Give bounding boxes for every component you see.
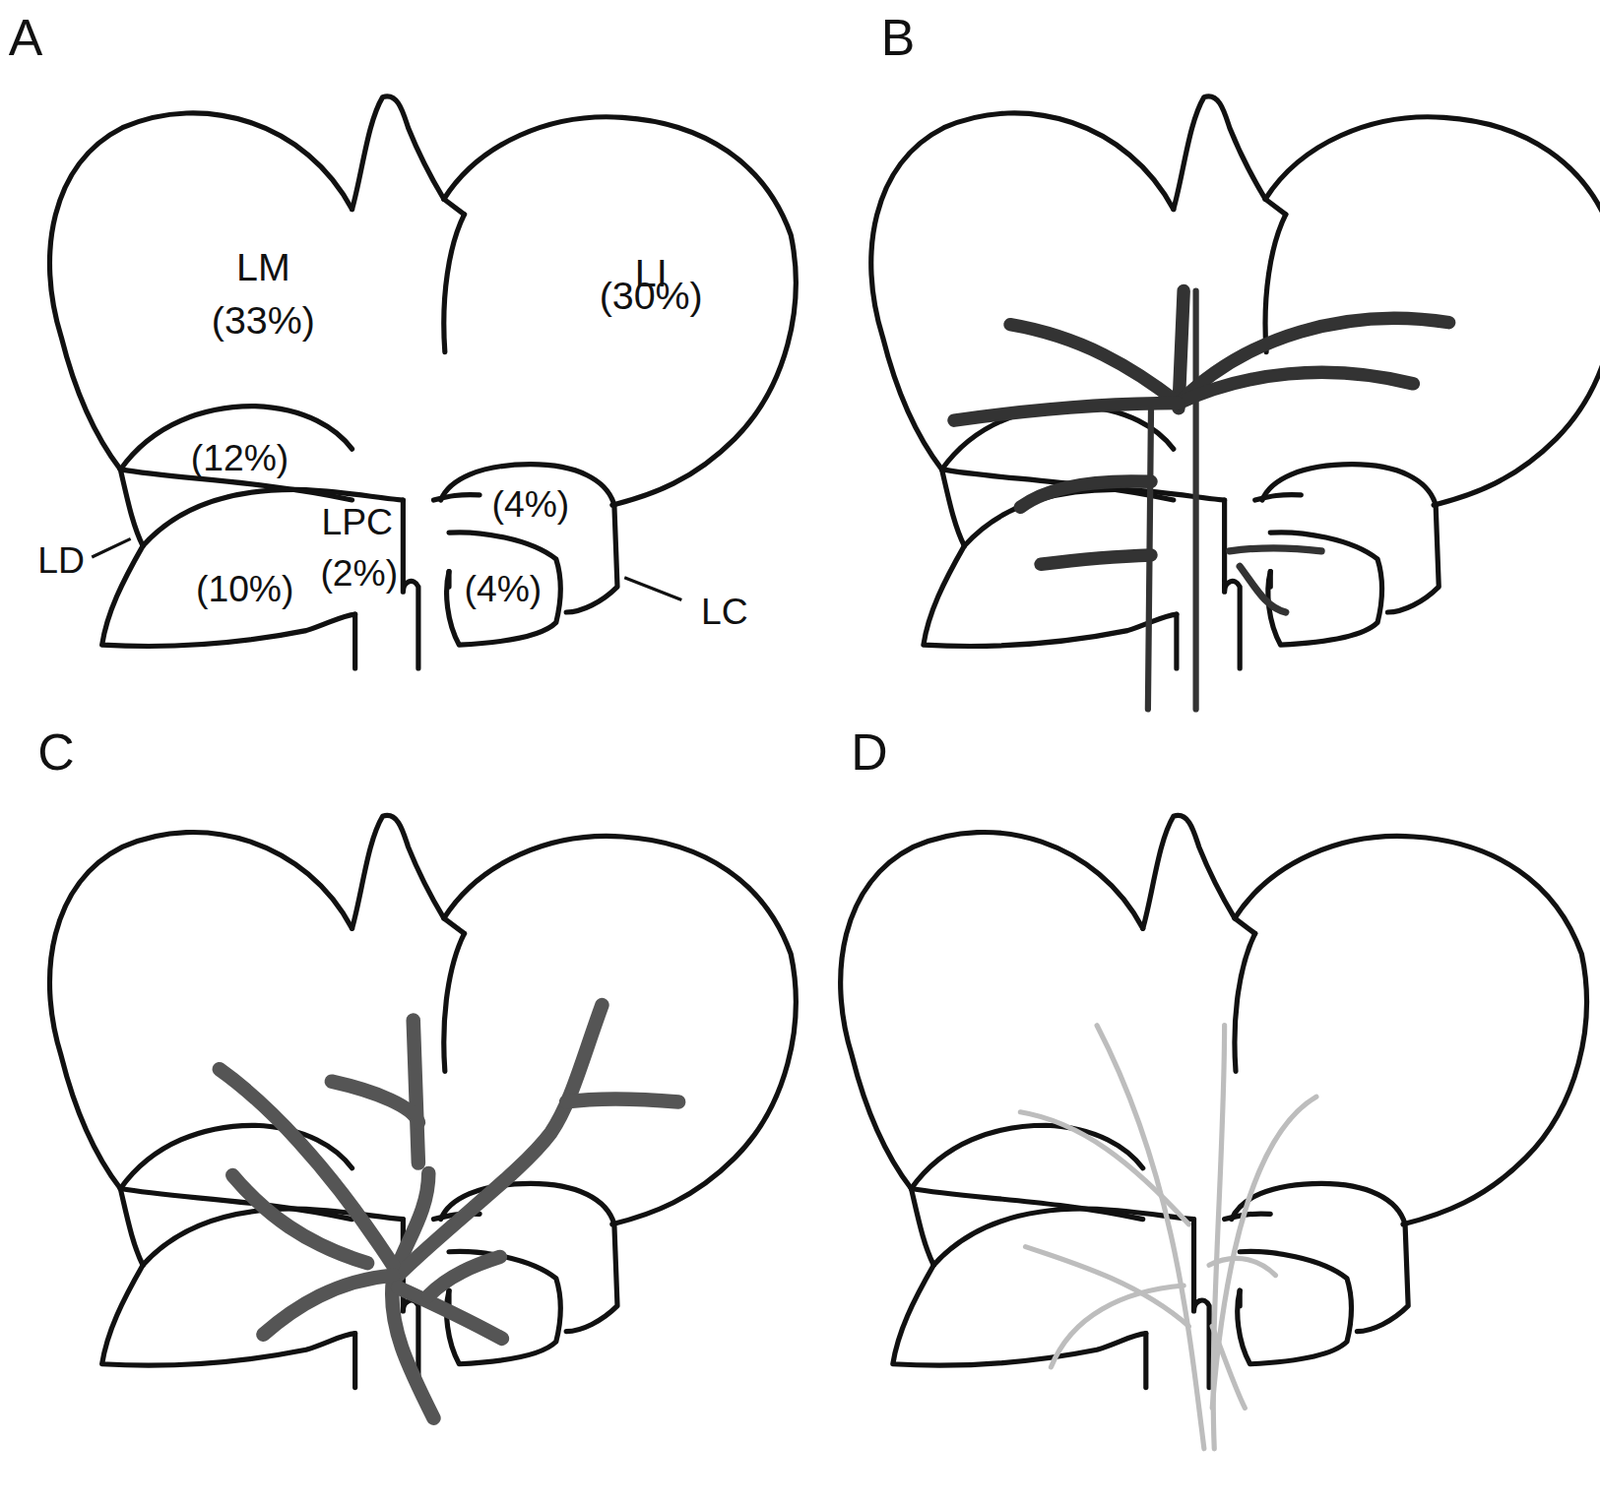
panel-letter: D bbox=[850, 727, 888, 779]
lobe-percent: (4%) bbox=[492, 486, 571, 523]
panel-letter: C bbox=[37, 727, 74, 779]
lobe-percent: (33%) bbox=[211, 302, 316, 341]
lobe-name: LD bbox=[37, 542, 85, 579]
panel-letter: A bbox=[8, 12, 44, 64]
panel-letter: B bbox=[881, 12, 916, 64]
lobe-percent: (10%) bbox=[195, 571, 295, 608]
lobe-percent: (30%) bbox=[599, 276, 704, 316]
lobe-name: LC bbox=[701, 593, 749, 631]
lobe-percent: (2%) bbox=[320, 556, 398, 593]
lobe-name: LPC bbox=[320, 504, 393, 541]
lobe-percent: (12%) bbox=[191, 441, 290, 478]
lobe-name: LM bbox=[236, 248, 291, 287]
lobe-percent: (4%) bbox=[464, 571, 543, 608]
